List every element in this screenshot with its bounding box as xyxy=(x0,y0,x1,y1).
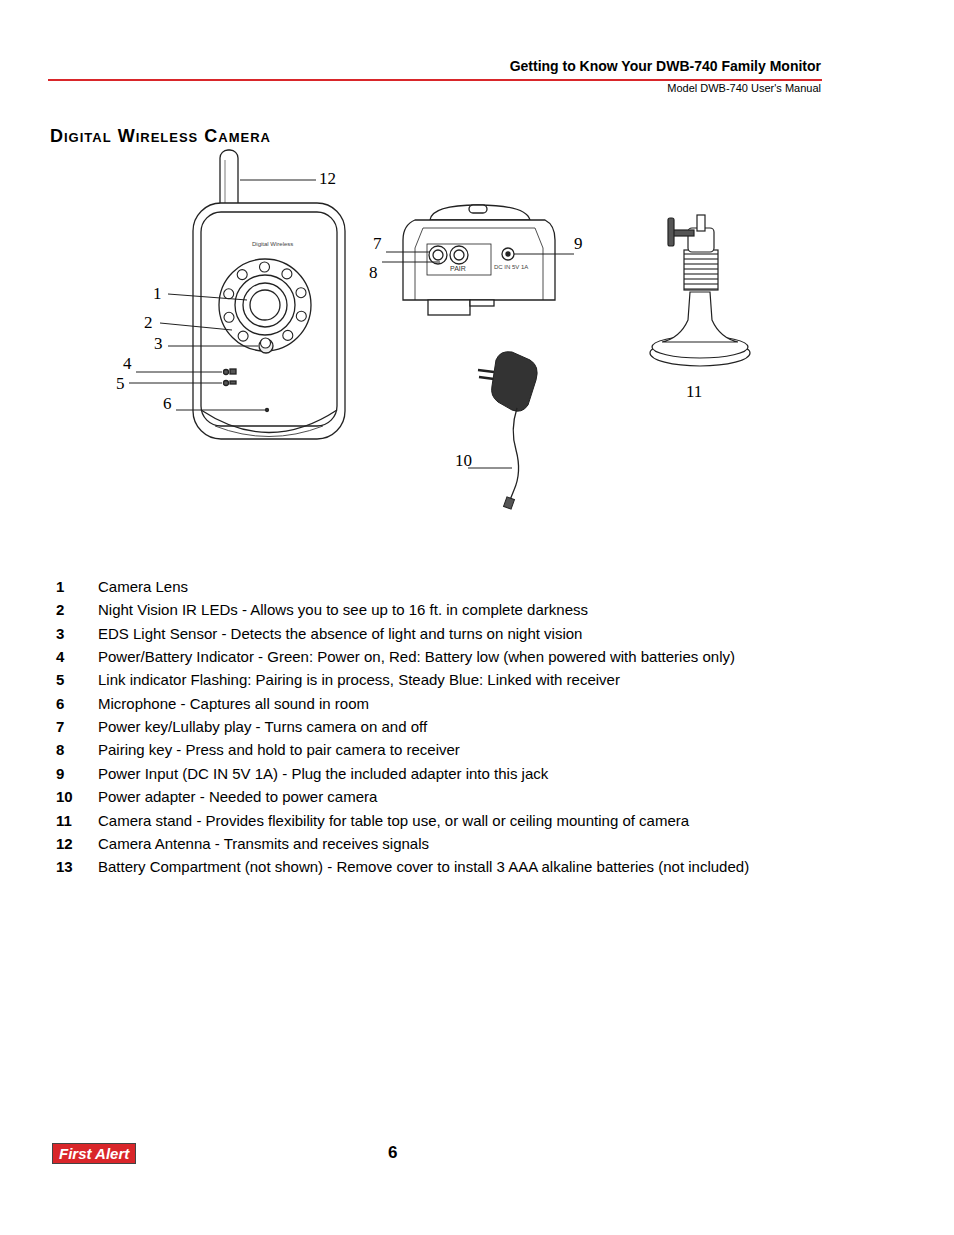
ir-led xyxy=(261,338,271,348)
callout-number: 3 xyxy=(154,334,163,354)
callout-number: 7 xyxy=(373,234,382,254)
callout-number: 9 xyxy=(574,234,583,254)
ir-led xyxy=(282,269,292,279)
list-number: 4 xyxy=(56,648,64,665)
callout-number: 4 xyxy=(123,354,132,374)
list-number: 10 xyxy=(56,788,73,805)
header-rule xyxy=(48,79,822,81)
ir-led xyxy=(260,262,270,272)
list-description: Microphone - Captures all sound in room xyxy=(98,695,369,712)
ir-led xyxy=(224,289,234,299)
printed-marking: Digital Wireless xyxy=(252,241,293,248)
list-description: EDS Light Sensor - Detects the absence o… xyxy=(98,625,582,642)
ir-led xyxy=(296,288,306,298)
callout-number: 1 xyxy=(153,284,162,304)
section-title: Digital Wireless Camera xyxy=(50,126,271,147)
list-description: Power adapter - Needed to power camera xyxy=(98,788,377,805)
callout-number: 6 xyxy=(163,394,172,414)
running-header: Getting to Know Your DWB-740 Family Moni… xyxy=(510,58,821,74)
callout-number: 12 xyxy=(319,169,336,189)
callout-number: 5 xyxy=(116,374,125,394)
list-number: 7 xyxy=(56,718,64,735)
list-number: 5 xyxy=(56,671,64,688)
list-number: 8 xyxy=(56,741,64,758)
callout-number: 8 xyxy=(369,263,378,283)
running-subheader: Model DWB-740 User's Manual xyxy=(667,82,821,95)
page-number: 6 xyxy=(388,1143,397,1163)
list-description: Power Input (DC IN 5V 1A) - Plug the inc… xyxy=(98,765,548,782)
list-description: Camera Antenna - Transmits and receives … xyxy=(98,835,429,852)
jack-label: DC IN 5V 1A xyxy=(494,264,528,271)
callout-number: 11 xyxy=(686,382,702,402)
list-description: Power/Battery Indicator - Green: Power o… xyxy=(98,648,735,665)
list-description: Pairing key - Press and hold to pair cam… xyxy=(98,741,460,758)
list-description: Battery Compartment (not shown) - Remove… xyxy=(98,858,749,875)
list-description: Camera stand - Provides flexibility for … xyxy=(98,812,689,829)
camera-stand xyxy=(650,215,750,366)
leader-lines xyxy=(129,180,574,468)
list-number: 1 xyxy=(56,578,64,595)
list-description: Link indicator Flashing: Pairing is in p… xyxy=(98,671,620,688)
brand-logo: First Alert xyxy=(52,1143,136,1164)
list-description: Power key/Lullaby play - Turns camera on… xyxy=(98,718,427,735)
ir-led xyxy=(283,330,293,340)
power-adapter xyxy=(478,352,537,509)
list-number: 9 xyxy=(56,765,64,782)
ir-led xyxy=(224,312,234,322)
camera-front xyxy=(193,150,345,439)
list-description: Night Vision IR LEDs - Allows you to see… xyxy=(98,601,588,618)
list-number: 3 xyxy=(56,625,64,642)
ir-led xyxy=(237,270,247,280)
list-number: 2 xyxy=(56,601,64,618)
camera-top-view xyxy=(403,205,555,315)
list-number: 13 xyxy=(56,858,73,875)
callout-number: 10 xyxy=(455,451,472,471)
list-number: 6 xyxy=(56,695,64,712)
button-label: PAIR xyxy=(450,265,466,273)
ir-leds xyxy=(224,262,307,348)
list-number: 11 xyxy=(56,812,72,829)
ir-led xyxy=(296,311,306,321)
list-number: 12 xyxy=(56,835,73,852)
list-description: Camera Lens xyxy=(98,578,188,595)
callout-number: 2 xyxy=(144,313,153,333)
ir-led xyxy=(238,331,248,341)
